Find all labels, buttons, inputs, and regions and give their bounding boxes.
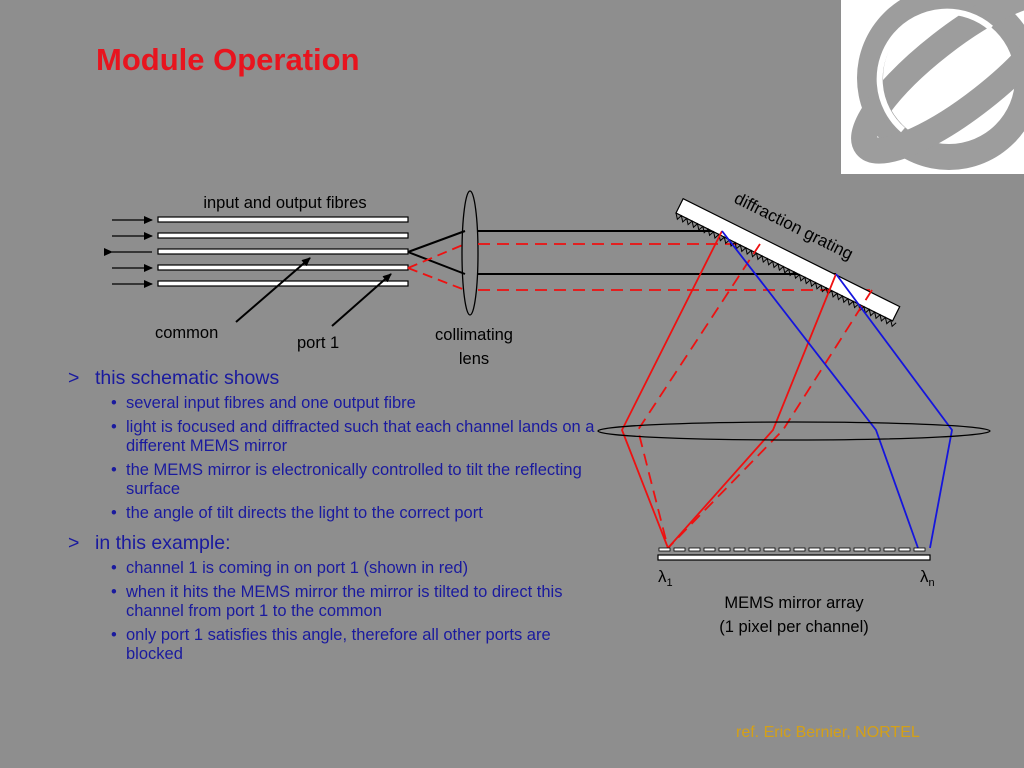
bullet-item: •the MEMS mirror is electronically contr… [111, 461, 582, 498]
fibre-1 [157, 216, 409, 223]
grating-label: diffraction grating [731, 189, 856, 264]
bullet-item: •only port 1 satisfies this angle, there… [111, 626, 551, 663]
fibre-2 [157, 232, 409, 239]
bullet-item-text: only port 1 satisfies this angle, theref… [126, 626, 551, 663]
bullet-item: •channel 1 is coming in on port 1 (shown… [111, 559, 469, 577]
fibre-arrows [104, 216, 153, 288]
mems-pixel [883, 547, 896, 552]
mems-pixel [793, 547, 806, 552]
mems-pixel [898, 547, 911, 552]
collimating-lens [461, 190, 479, 316]
mems-pixels [658, 547, 926, 552]
fibres-label: input and output fibres [203, 194, 366, 212]
bullet-marker: > [68, 367, 80, 389]
ray-blue-right [835, 273, 953, 549]
ray-red-solid-left [621, 230, 723, 549]
mems-pixel [718, 547, 731, 552]
mems-pixel [748, 547, 761, 552]
ray-red-dashed-right [667, 289, 873, 549]
bullet-level1-schematic: > this schematic shows [66, 366, 606, 390]
lambda-n-label: λn [920, 567, 935, 589]
mems-pixel [688, 547, 701, 552]
globe-logo-icon [851, 0, 1024, 170]
fibre-4-port1 [157, 264, 409, 271]
mems-label-line1: MEMS mirror array [724, 594, 864, 612]
beam-port1-upper [407, 243, 466, 269]
bullet-list: > this schematic shows •several input fib… [66, 366, 606, 672]
fibre-3-common [157, 248, 409, 255]
common-pointer-arrow [235, 257, 311, 323]
bullet-sublist-schematic: •several input fibres and one output fib… [66, 394, 606, 523]
port1-pointer-arrow [331, 273, 392, 327]
port1-label: port 1 [297, 334, 339, 352]
bullet-item-text: light is focused and diffracted such tha… [126, 418, 595, 455]
lens-label-line1: collimating [435, 326, 513, 344]
beam-port1-lower [407, 267, 466, 291]
beam-common-lower [407, 251, 466, 275]
lambda-n-subscript: n [929, 577, 935, 589]
slide-title: Module Operation [96, 42, 360, 77]
ray-blue-left [721, 230, 919, 549]
bullet-heading: in this example: [95, 532, 231, 554]
mems-pixel [808, 547, 821, 552]
mems-pixel [868, 547, 881, 552]
mems-mirror-array [657, 547, 931, 561]
mems-pixel [673, 547, 686, 552]
mems-pixel [763, 547, 776, 552]
bullet-item-text: the angle of tilt directs the light to t… [126, 504, 483, 522]
common-label: common [155, 324, 218, 342]
fibres [157, 216, 409, 287]
bullet-item: •several input fibres and one output fib… [111, 394, 416, 412]
mems-pixel [823, 547, 836, 552]
lambda-1-subscript: 1 [667, 577, 673, 589]
bullet-item-text: when it hits the MEMS mirror the mirror … [126, 583, 563, 620]
reference-credit: ref. Eric Bernier, NORTEL [736, 724, 920, 741]
mems-label-line2: (1 pixel per channel) [719, 618, 869, 636]
nortel-globe-logo [841, 0, 1024, 174]
bullet-item-text: channel 1 is coming in on port 1 (shown … [126, 559, 469, 577]
mems-pixel [913, 547, 926, 552]
ray-red-solid-right [667, 273, 837, 549]
bullet-sublist-example: •channel 1 is coming in on port 1 (shown… [66, 559, 606, 664]
mems-pixel [703, 547, 716, 552]
bullet-level1-example: > in this example: [66, 531, 606, 555]
bullet-item: •when it hits the MEMS mirror the mirror… [111, 583, 563, 620]
mems-pixel [778, 547, 791, 552]
mems-substrate [657, 554, 931, 561]
bullet-item: •the angle of tilt directs the light to … [111, 504, 483, 522]
bullet-item-text: the MEMS mirror is electronically contro… [126, 461, 582, 498]
mems-pixel [733, 547, 746, 552]
bullet-item-text: several input fibres and one output fibr… [126, 394, 416, 412]
lambda-1-label: λ1 [658, 567, 673, 589]
mems-pixel [838, 547, 851, 552]
beam-common-upper [407, 230, 466, 253]
mems-pixel [658, 547, 671, 552]
bullet-heading: this schematic shows [95, 367, 280, 389]
bullet-item: •light is focused and diffracted such th… [111, 418, 595, 455]
bullet-marker: > [68, 532, 80, 554]
focusing-lens [597, 421, 991, 441]
lens-label-line2: lens [459, 350, 489, 368]
mems-pixel [853, 547, 866, 552]
